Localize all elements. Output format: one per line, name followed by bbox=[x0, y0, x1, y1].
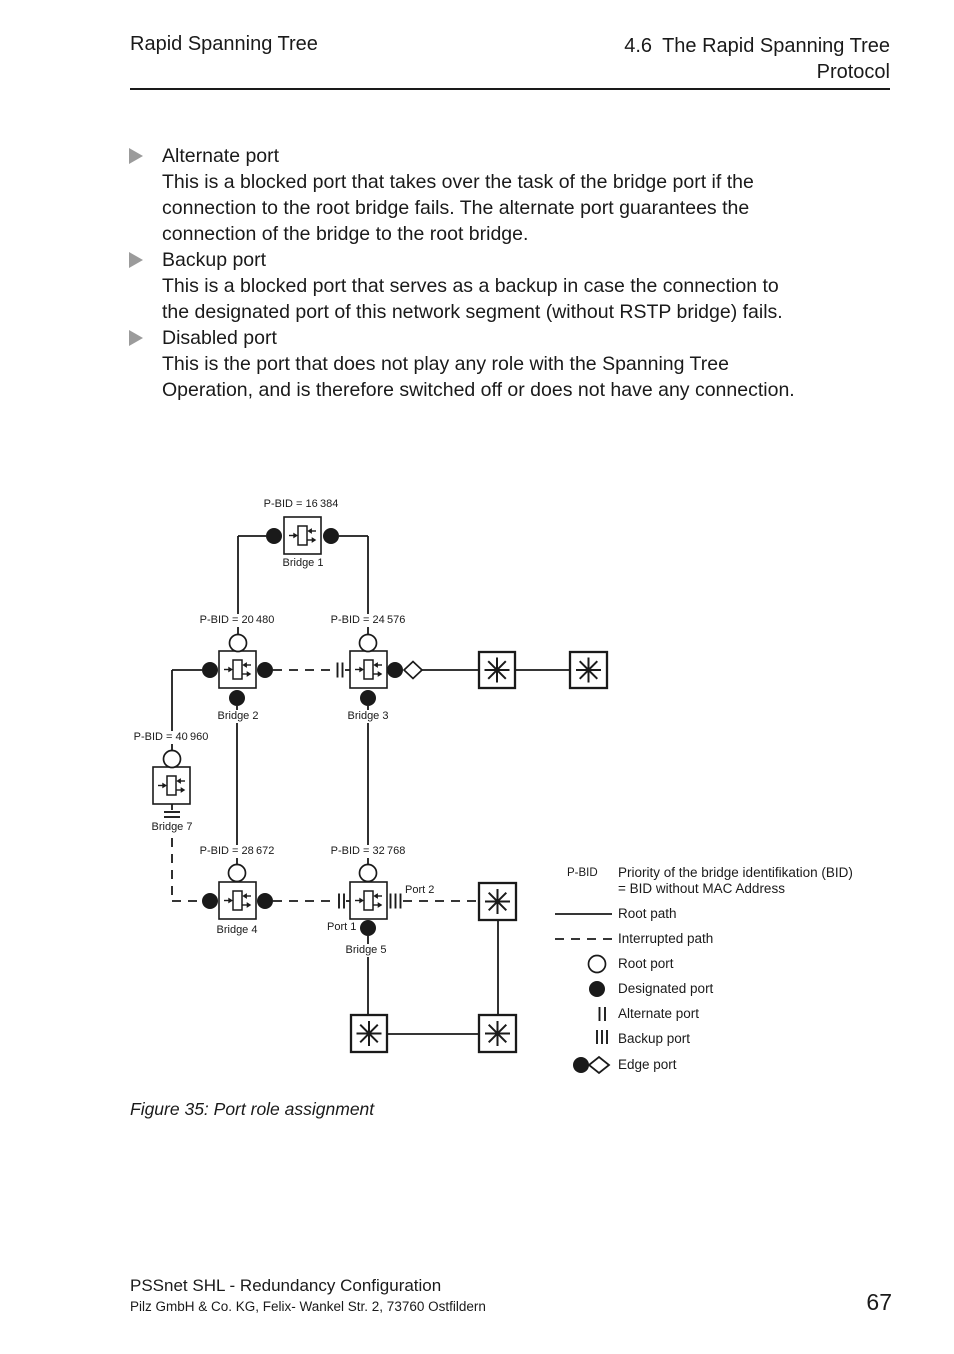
bridge-3-label: Bridge 3 bbox=[346, 710, 390, 723]
bullet-item: Disabled port This is the port that does… bbox=[129, 325, 897, 403]
port-role-diagram bbox=[152, 516, 612, 1075]
bridge-4-pbid-label: P-BID = 28 672 bbox=[198, 845, 276, 858]
hub-icon bbox=[483, 656, 511, 684]
bullet-title: Alternate port bbox=[162, 145, 280, 167]
bridge-5-pbid-label: P-BID = 32 768 bbox=[329, 845, 407, 858]
backup-port-icon bbox=[389, 893, 402, 909]
bullet-text-line: This is a blocked port that takes over t… bbox=[162, 171, 754, 193]
bullet-arrow-icon bbox=[129, 330, 143, 346]
hub-icon bbox=[575, 656, 602, 684]
bullet-text-line: Operation, and is therefore switched off… bbox=[162, 379, 795, 401]
bullet-list: Alternate port This is a blocked port th… bbox=[129, 143, 897, 403]
bridge-4-label: Bridge 4 bbox=[215, 924, 259, 937]
bullet-item: Alternate port This is a blocked port th… bbox=[129, 143, 897, 247]
hub-icon bbox=[484, 888, 511, 915]
bridge-3-pbid-label: P-BID = 24 576 bbox=[329, 614, 407, 627]
bridge-2-label: Bridge 2 bbox=[216, 710, 260, 723]
legend-interrupted-path: Interrupted path bbox=[618, 931, 714, 946]
bullet-text-line: This is a blocked port that serves as a … bbox=[162, 275, 779, 297]
bridge-1-pbid-label: P-BID = 16 384 bbox=[262, 498, 340, 511]
bullet-arrow-icon bbox=[129, 148, 143, 164]
edge-port-icon bbox=[402, 660, 424, 680]
section-title-line2: Protocol bbox=[816, 61, 890, 83]
header-rule bbox=[130, 88, 890, 90]
designated-port-icons bbox=[202, 528, 403, 936]
footer-document-title: PSSnet SHL - Redundancy Configuration bbox=[130, 1276, 442, 1295]
legend-root-path: Root path bbox=[618, 906, 677, 921]
alternate-port-icon bbox=[338, 893, 345, 909]
bullet-title: Disabled port bbox=[162, 327, 277, 349]
legend-pbid-def-line1: Priority of the bridge identifikation (B… bbox=[618, 865, 853, 880]
bridge-2-pbid-label: P-BID = 20 480 bbox=[198, 614, 276, 627]
alternate-port-icon bbox=[164, 811, 180, 818]
root-port-icons bbox=[162, 633, 378, 883]
port-1-label: Port 1 bbox=[326, 921, 358, 934]
legend-edge-port: Edge port bbox=[618, 1057, 677, 1072]
header-chapter-title: Rapid Spanning Tree bbox=[130, 33, 318, 55]
alternate-port-icon bbox=[598, 1007, 606, 1021]
bullet-arrow-icon bbox=[129, 252, 143, 268]
backup-port-icon bbox=[596, 1030, 608, 1044]
root-path-lines bbox=[171, 535, 570, 1035]
header-section: 4.6 The Rapid Spanning Tree Protocol bbox=[624, 33, 890, 85]
root-port-icon bbox=[587, 954, 607, 974]
legend-pbid-term: P-BID bbox=[567, 867, 598, 879]
section-number: 4.6 bbox=[624, 35, 653, 57]
legend-designated-port: Designated port bbox=[618, 981, 714, 996]
port-2-label: Port 2 bbox=[404, 884, 436, 897]
section-title-line1: The Rapid Spanning Tree bbox=[662, 35, 890, 57]
bridge-7-pbid-label: P-BID = 40 960 bbox=[132, 731, 210, 744]
bridge-7-label: Bridge 7 bbox=[150, 821, 194, 834]
bullet-text-line: connection of the bridge to the root bri… bbox=[162, 223, 529, 245]
legend-symbols bbox=[555, 913, 612, 1075]
bullet-text-line: connection to the root bridge fails. The… bbox=[162, 197, 750, 219]
interrupted-path-lines bbox=[171, 669, 479, 902]
edge-port-icon bbox=[573, 1055, 611, 1075]
bullet-text-line: the designated port of this network segm… bbox=[162, 301, 783, 323]
bullet-text-line: This is the port that does not play any … bbox=[162, 353, 729, 375]
footer-company-address: Pilz GmbH & Co. KG, Felix- Wankel Str. 2… bbox=[130, 1299, 486, 1314]
designated-port-icon bbox=[589, 981, 605, 997]
hub-icon bbox=[484, 1020, 511, 1047]
figure-caption: Figure 35: Port role assignment bbox=[130, 1099, 375, 1119]
legend-pbid-def-line2: = BID without MAC Address bbox=[618, 881, 785, 896]
hub-icon bbox=[355, 1020, 383, 1047]
legend-backup-port: Backup port bbox=[618, 1031, 691, 1046]
legend-alternate-port: Alternate port bbox=[618, 1006, 700, 1021]
page-number: 67 bbox=[866, 1289, 892, 1315]
bullet-title: Backup port bbox=[162, 249, 267, 271]
alternate-port-icon bbox=[336, 662, 344, 678]
legend-root-port: Root port bbox=[618, 956, 674, 971]
bridge-5-label: Bridge 5 bbox=[344, 944, 388, 957]
bridge-1-label: Bridge 1 bbox=[281, 557, 325, 570]
bullet-item: Backup port This is a blocked port that … bbox=[129, 247, 897, 325]
